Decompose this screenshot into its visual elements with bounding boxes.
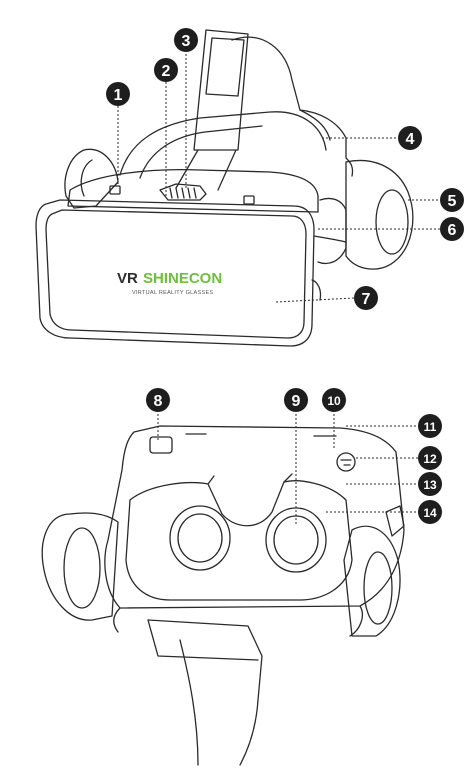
callout-4-label: 4	[406, 131, 415, 148]
callout-13-label: 13	[423, 478, 437, 492]
front-view	[35, 29, 414, 347]
callout-1: 1	[106, 82, 130, 106]
strap-cushion	[119, 111, 327, 176]
callout-11-label: 11	[424, 420, 437, 434]
left-earphone	[64, 148, 119, 209]
headset-top	[67, 169, 319, 213]
callout-7-label: 7	[362, 291, 371, 308]
focus-wheel	[159, 183, 207, 201]
callout-14-label: 14	[423, 506, 437, 520]
callout-2-label: 2	[162, 63, 171, 80]
callout-10-label: 10	[327, 394, 341, 408]
callout-9: 9	[284, 388, 308, 412]
left-lens	[169, 505, 231, 571]
right-earphone	[345, 159, 414, 270]
top-strap	[193, 29, 249, 151]
callout-13: 13	[418, 472, 442, 496]
callout-5-label: 5	[448, 193, 457, 210]
head-strap-rear	[231, 36, 354, 177]
callout-12-label: 12	[423, 452, 437, 466]
callout-6-label: 6	[448, 222, 457, 239]
callout-5: 5	[440, 188, 464, 212]
callout-8: 8	[146, 388, 170, 412]
right-lens	[265, 507, 327, 573]
ipd-slider-right	[243, 195, 255, 205]
callout-10: 10	[322, 388, 346, 412]
callout-7: 7	[354, 286, 378, 310]
brand-main: SHINECON	[143, 270, 222, 287]
control-knob	[336, 452, 356, 472]
side-strap	[299, 109, 331, 141]
callout-leaders	[117, 54, 440, 526]
callout-8-label: 8	[154, 393, 163, 410]
right-earphone-rear	[343, 525, 401, 637]
left-earphone-rear	[41, 512, 119, 621]
callout-14: 14	[418, 500, 442, 524]
leader-7	[275, 297, 355, 303]
rear-head-strap	[147, 619, 263, 766]
rear-view	[41, 425, 405, 766]
brand-tagline: VIRTUAL REALITY GLASSES	[132, 290, 213, 296]
callout-3: 3	[174, 28, 198, 52]
front-cover	[35, 199, 315, 347]
brand-prefix: VR	[117, 270, 138, 287]
earphone-arm	[313, 235, 347, 243]
rear-shell	[104, 425, 405, 609]
callout-11: 11	[418, 414, 442, 438]
callout-badges: 1 2 3 4 5 6 7 8	[106, 28, 464, 524]
right-ear-cushion	[375, 189, 409, 255]
callout-9-label: 9	[292, 393, 301, 410]
ipd-slider-left	[109, 185, 121, 195]
callout-3-label: 3	[182, 33, 191, 50]
callout-6: 6	[440, 217, 464, 241]
face-cushion	[125, 480, 353, 601]
callout-1-label: 1	[114, 87, 123, 104]
callout-2: 2	[154, 58, 178, 82]
callout-4: 4	[398, 126, 422, 150]
brand-logo: VR SHINECON VIRTUAL REALITY GLASSES	[117, 270, 222, 296]
callout-12: 12	[418, 446, 442, 470]
rear-button-left	[149, 436, 173, 454]
